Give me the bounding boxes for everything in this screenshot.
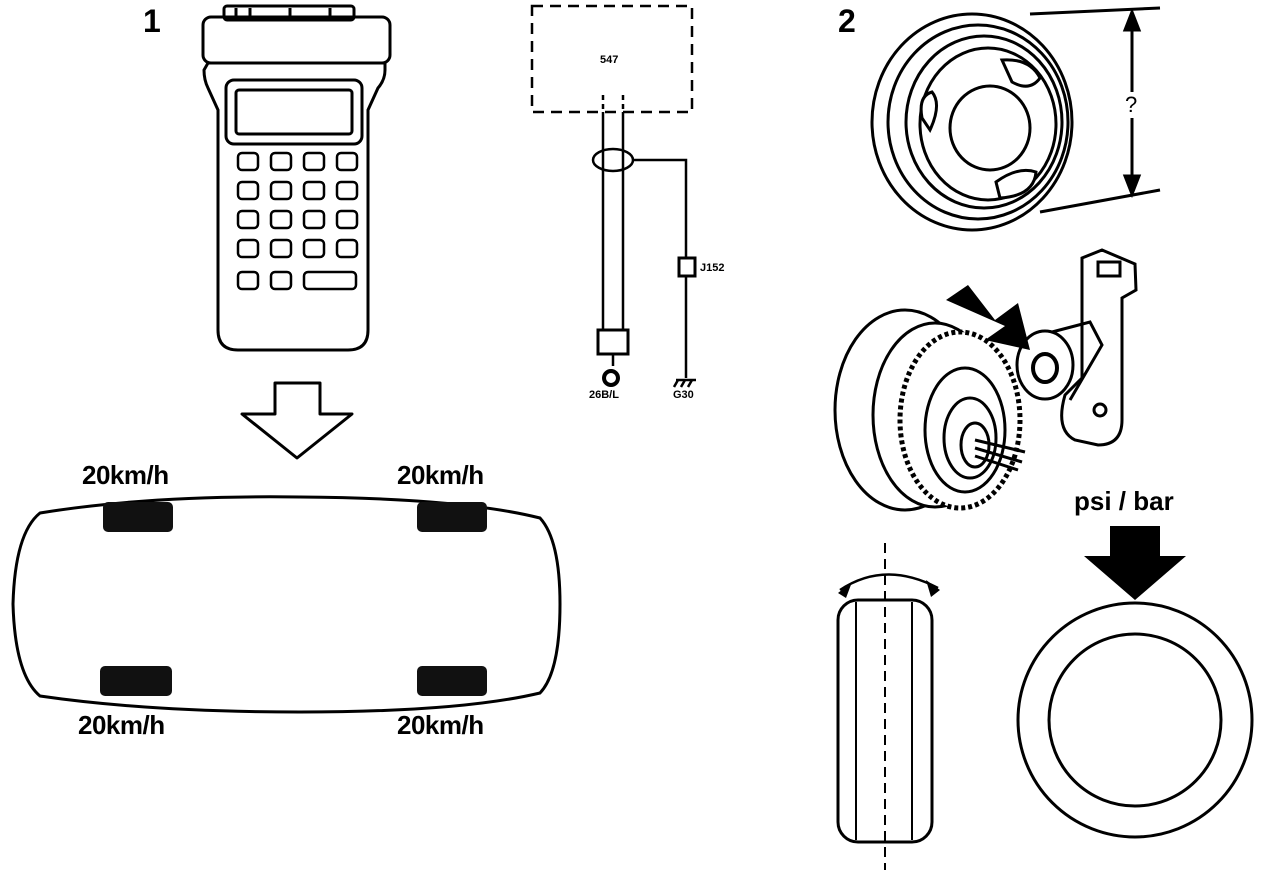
wiring-diagram <box>530 4 697 388</box>
tire-front-right <box>417 502 487 532</box>
junction-label: J152 <box>700 262 725 274</box>
tire-rear-right <box>417 666 487 696</box>
wheel-speed-sensor <box>833 248 1138 512</box>
junction-box <box>677 256 697 278</box>
pressure-arrow-icon <box>1084 526 1186 600</box>
wheel-size-question: ? <box>1124 92 1139 118</box>
module-label: 547 <box>600 54 619 66</box>
car-top-view <box>11 495 562 714</box>
connector-label: 26B/L <box>589 389 619 401</box>
step-number-2: 2 <box>838 3 856 39</box>
speed-front-left: 20km/h <box>82 460 169 490</box>
pressure-unit-label: psi / bar <box>1074 486 1174 516</box>
down-arrow-icon <box>240 381 354 460</box>
tyre-side-view <box>836 543 940 870</box>
module-box <box>530 4 694 114</box>
tyre-front-view <box>1016 601 1254 839</box>
ground-label: G30 <box>673 389 694 401</box>
ground-icon <box>672 378 696 388</box>
keypad <box>236 151 359 291</box>
diagnostic-tester <box>201 4 392 352</box>
wheel-rim <box>870 6 1161 232</box>
tire-front-left <box>103 502 173 532</box>
step-number-1: 1 <box>143 3 161 39</box>
connector <box>596 328 630 356</box>
speed-rear-left: 20km/h <box>78 710 165 740</box>
speed-front-right: 20km/h <box>397 460 484 490</box>
sensor-arrow-icon <box>946 285 1030 350</box>
speed-rear-right: 20km/h <box>397 710 484 740</box>
tire-rear-left <box>100 666 172 696</box>
